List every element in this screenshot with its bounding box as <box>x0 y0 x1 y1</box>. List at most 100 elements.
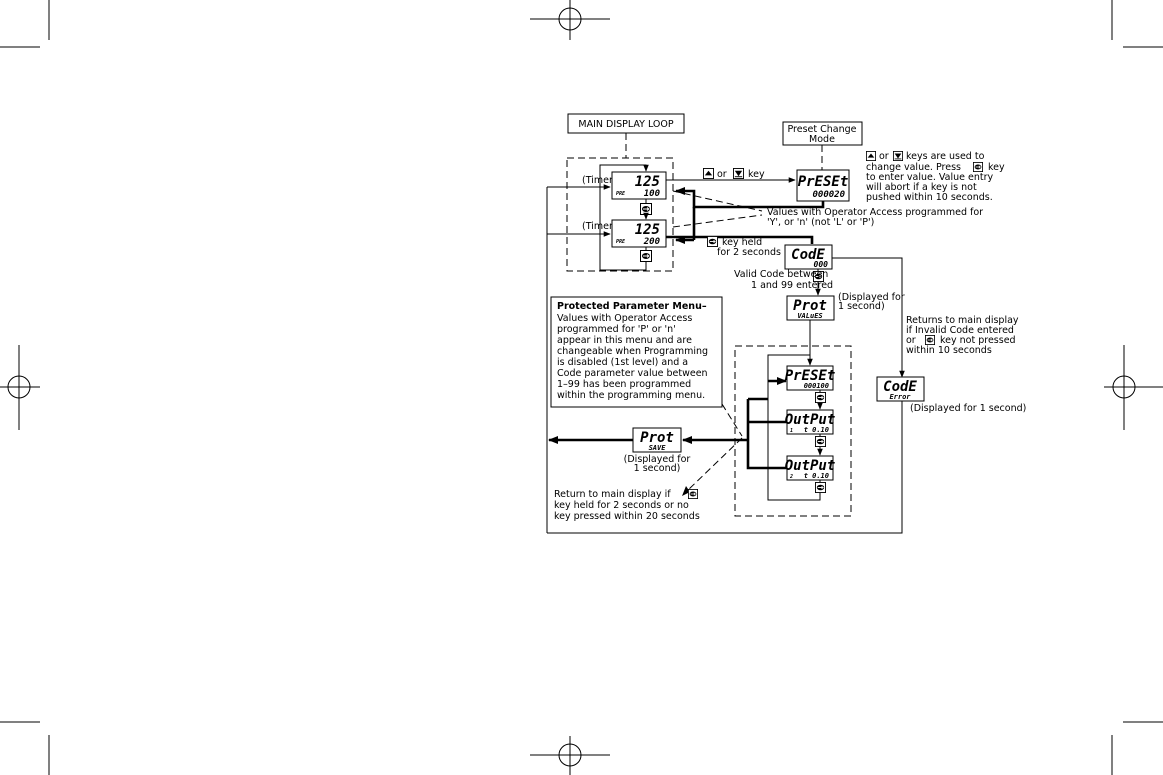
timer-label-1: (Timer) <box>582 175 617 186</box>
valid-code-note-2: 1 and 99 entered <box>751 280 833 291</box>
protected-menu-dashed-box <box>734 345 852 517</box>
display-prot-values-top: Prot <box>793 298 827 314</box>
return-note-2: key held for 2 seconds or no <box>554 500 689 511</box>
preset-change-note: or keys are used to change value. Press … <box>866 151 1005 203</box>
display-preset-prot: PrESEt 000100 <box>785 365 836 391</box>
preset-note-line-1: keys are used to <box>906 151 985 162</box>
preset-note-line-2b: key <box>988 162 1005 173</box>
protected-menu-line-8: within the programming menu. <box>557 390 705 401</box>
returns-note-3a: or <box>906 335 916 346</box>
display-prot-values: Prot VALuES <box>786 295 835 321</box>
protected-menu-line-7: 1–99 has been programmed <box>557 379 691 390</box>
display-preset-change-top: PrESEt <box>798 174 849 190</box>
svg-text:or: or <box>879 151 889 162</box>
displayed-1s-note-a-2: 1 second) <box>838 301 885 312</box>
return-note-1: Return to main display if <box>554 489 671 500</box>
display-main-1: 125 PRE 100 <box>611 171 667 200</box>
valid-code-note-1: Valid Code between <box>734 269 828 280</box>
display-code-error: CodE Error <box>876 376 925 402</box>
display-preset-prot-top: PrESEt <box>785 368 836 384</box>
protected-menu-box: Protected Parameter Menu– Values with Op… <box>550 296 723 408</box>
display-main-1-top: 125 <box>635 174 660 190</box>
sel-key-icon <box>688 489 698 499</box>
preset-note-line-2: change value. Press <box>866 162 961 173</box>
timer-label-2: (Timer) <box>582 221 617 232</box>
up-arrow-key-icon <box>866 151 876 161</box>
display-output2: OutPut 2 t 0.10 <box>785 455 836 481</box>
sel-key-icon <box>815 392 826 403</box>
display-main-2-bottom: 200 <box>643 237 661 247</box>
returns-main-note: Returns to main display if Invalid Code … <box>906 315 1019 356</box>
main-display-loop-box: MAIN DISPLAY LOOP <box>567 113 685 134</box>
display-output1-index: 1 <box>790 428 793 434</box>
up-arrow-key-icon <box>703 168 714 179</box>
returns-note-3b: key not pressed <box>940 335 1016 346</box>
display-preset-prot-bottom: 000100 <box>804 382 829 390</box>
returns-note-2: if Invalid Code entered <box>906 325 1014 336</box>
main-display-loop-label: MAIN DISPLAY LOOP <box>578 119 674 130</box>
preset-change-mode-box: Preset Change Mode <box>782 121 863 146</box>
preset-note-line-4: will abort if a key is not <box>866 182 977 193</box>
displayed-1s-note-b-1: (Displayed for <box>624 454 691 465</box>
registration-mark-bottom <box>530 736 610 775</box>
or-text: or <box>717 169 727 180</box>
preset-change-mode-label-2: Mode <box>809 134 835 145</box>
preset-note-line-5: pushed within 10 seconds. <box>866 192 993 203</box>
display-code-bottom: 000 <box>814 260 829 269</box>
return-main-note: Return to main display if key held for 2… <box>554 489 700 522</box>
registration-mark-left <box>0 345 40 430</box>
display-code: CodE 000 <box>784 244 833 270</box>
display-main-1-bottom: 100 <box>644 189 661 199</box>
sel-key-icon <box>815 436 826 447</box>
protected-menu-line-6: Code parameter value between <box>557 368 708 379</box>
display-preset-change: PrESEt 000020 <box>796 169 850 202</box>
displayed-1s-note-b-2: 1 second) <box>634 463 681 474</box>
key-held-note-2: for 2 seconds <box>717 247 781 258</box>
returns-note-4: within 10 seconds <box>906 345 992 356</box>
preset-note-line-3: to enter value. Value entry <box>866 172 994 183</box>
down-arrow-key-icon <box>733 168 744 179</box>
display-output2-top: OutPut <box>785 458 836 474</box>
display-preset-change-bottom: 000020 <box>812 190 845 200</box>
return-note-3: key pressed within 20 seconds <box>554 511 700 522</box>
sel-key-icon <box>640 250 652 262</box>
operator-access-note-2: 'Y', or 'n' (not 'L' or 'P') <box>767 217 874 228</box>
display-code-top: CodE <box>791 247 825 263</box>
key-held-note-1: key held <box>722 237 762 248</box>
display-main-2: 125 PRE 200 <box>611 219 667 248</box>
displayed-1s-inline: (Displayed for 1 second) <box>910 403 1026 414</box>
display-code-error-top: CodE <box>883 379 917 395</box>
protected-menu-line-5: is disabled (1st level) and a <box>557 357 688 368</box>
sel-key-icon <box>973 162 983 172</box>
sel-key-icon <box>815 482 826 493</box>
sel-key-icon <box>925 335 935 345</box>
display-prot-save-bottom: SAVE <box>649 444 667 452</box>
display-output1-bottom: t 0.10 <box>804 426 829 434</box>
preset-change-mode-label-1: Preset Change <box>787 124 856 135</box>
display-prot-save: Prot SAVE <box>632 427 682 453</box>
down-arrow-key-icon <box>893 151 903 161</box>
protected-menu-line-4: changeable when Programming <box>557 346 708 357</box>
operator-access-note-1: Values with Operator Access programmed f… <box>767 207 983 218</box>
returns-note-1: Returns to main display <box>906 315 1019 326</box>
registration-mark-right <box>1104 345 1163 430</box>
display-output1: OutPut 1 t 0.10 <box>785 409 836 435</box>
protected-menu-title: Protected Parameter Menu– <box>557 301 707 312</box>
display-main-2-prefix: PRE <box>616 239 626 245</box>
display-output1-top: OutPut <box>785 412 836 428</box>
registration-mark-top <box>530 0 610 40</box>
display-main-2-top: 125 <box>635 222 660 238</box>
display-output2-index: 2 <box>789 474 793 480</box>
protected-menu-line-3: appear in this menu and are <box>557 335 692 346</box>
key-text: key <box>748 169 765 180</box>
protected-menu-line-2: programmed for 'P' or 'n' <box>557 324 676 335</box>
display-output2-bottom: t 0.10 <box>804 472 829 480</box>
display-code-error-bottom: Error <box>889 393 911 401</box>
sel-key-icon <box>640 203 652 215</box>
sel-key-icon <box>707 236 718 247</box>
protected-menu-line-1: Values with Operator Access <box>557 313 692 324</box>
display-prot-values-bottom: VALuES <box>797 312 822 320</box>
